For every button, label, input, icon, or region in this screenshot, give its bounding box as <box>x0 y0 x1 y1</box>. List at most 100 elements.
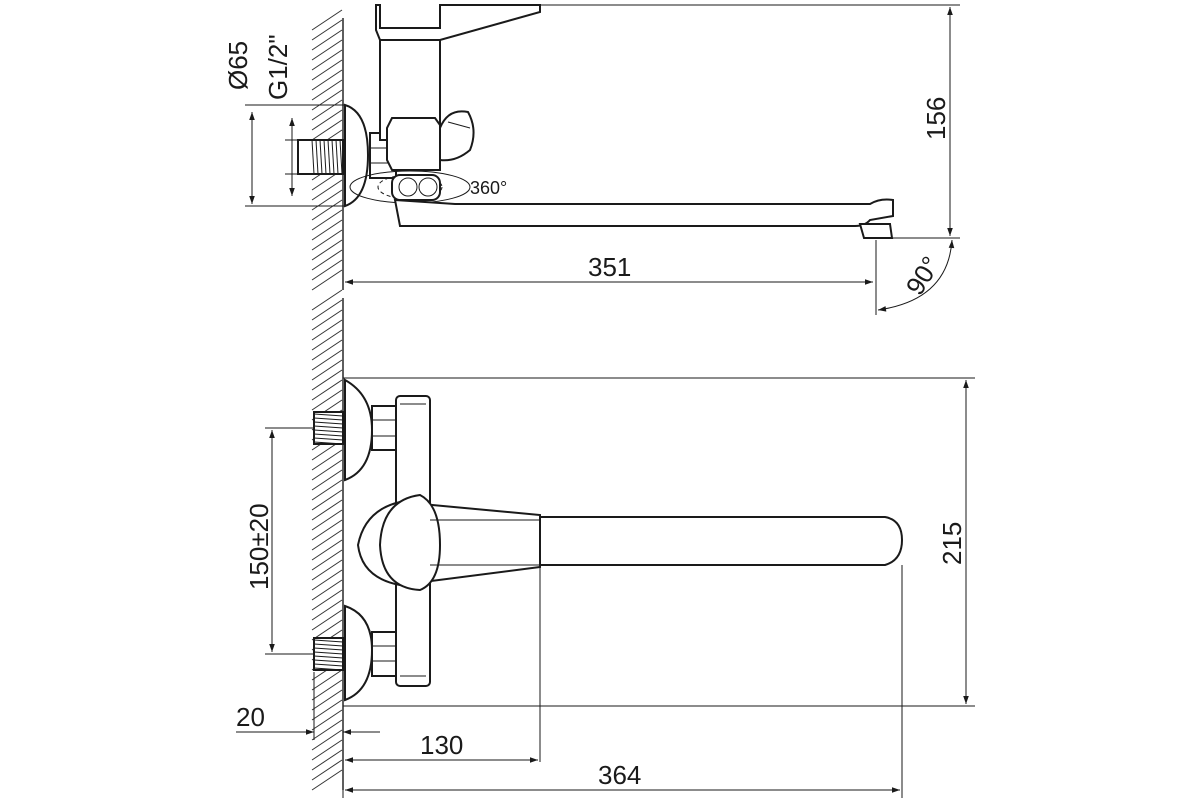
hatch-line <box>311 519 343 541</box>
hatch-line <box>311 9 343 31</box>
hatch-line <box>311 579 343 601</box>
thread-line <box>313 421 344 425</box>
hatch-line <box>311 229 343 251</box>
thread-line <box>313 437 344 441</box>
hatch-line <box>311 559 343 581</box>
hatch-line <box>311 529 343 551</box>
rotation-label: 360° <box>470 178 507 198</box>
angle-90-arc <box>877 239 955 312</box>
hatch-line <box>311 539 343 561</box>
hatch-line <box>311 79 343 101</box>
angle-90-label: 90° <box>900 251 946 300</box>
thread-line <box>319 139 323 175</box>
lower-hex-nut <box>371 631 397 677</box>
upper-hex-nut <box>371 405 397 451</box>
hatch-line <box>311 719 343 741</box>
hatch-line <box>311 199 343 221</box>
hatch-line <box>311 179 343 201</box>
height-156-label: 156 <box>921 97 951 140</box>
hatch-line <box>311 239 343 261</box>
hatch-line <box>311 479 343 501</box>
hatch-line <box>311 469 343 491</box>
hatch-line <box>311 709 343 731</box>
hatch-line <box>311 29 343 51</box>
hatch-line <box>311 189 343 211</box>
hatch-line <box>311 49 343 71</box>
hatch-line <box>311 389 343 411</box>
hatch-line <box>311 699 343 721</box>
wall-flange-top <box>344 103 370 208</box>
height-215-label: 215 <box>937 522 967 565</box>
thread-label: G1/2" <box>263 34 293 100</box>
hatch-line <box>311 689 343 711</box>
hatch-line <box>311 109 343 131</box>
thread-line <box>313 413 344 417</box>
aerator <box>858 223 894 239</box>
spout-side <box>393 198 894 227</box>
thread-line <box>331 139 335 175</box>
lower-flange <box>344 604 374 702</box>
hatch-line <box>311 619 343 641</box>
hatch-line <box>311 499 343 521</box>
thread-line <box>313 639 344 643</box>
hatch-line <box>311 569 343 591</box>
diameter-label: Ø65 <box>223 41 253 90</box>
hatch-line <box>311 669 343 691</box>
thread-line <box>313 667 344 671</box>
hatch-line <box>311 319 343 341</box>
hatch-line <box>311 589 343 611</box>
wall-offset-label: 20 <box>236 702 265 732</box>
thread-line <box>313 643 344 647</box>
thread-line <box>313 417 344 421</box>
spout-front <box>504 516 904 566</box>
hatch-line <box>311 449 343 471</box>
upper-flange <box>344 378 374 482</box>
hatch-line <box>311 739 343 761</box>
hatch-line <box>311 209 343 231</box>
thread-line <box>323 139 327 175</box>
hatch-line <box>311 489 343 511</box>
hatch-line <box>311 599 343 621</box>
hatch-line <box>311 509 343 531</box>
thread-line <box>315 139 319 175</box>
body-offset-label: 130 <box>420 730 463 760</box>
side-view: 360° Ø65 G1/2" 156 351 90° <box>223 4 960 315</box>
reach-351-label: 351 <box>588 252 631 282</box>
hatch-line <box>311 679 343 701</box>
hatch-line <box>311 39 343 61</box>
thread-line <box>313 647 344 651</box>
thread-line <box>313 429 344 433</box>
thread-line <box>339 139 343 175</box>
thread-line <box>335 139 339 175</box>
upper-threaded-inlet <box>313 411 344 445</box>
hatch-line <box>311 249 343 271</box>
hatch-line <box>311 59 343 81</box>
hatch-line <box>311 379 343 401</box>
front-view: 150±20 215 20 130 364 <box>236 289 975 798</box>
hatch-line <box>311 759 343 781</box>
hatch-line <box>311 769 343 791</box>
hatch-line <box>311 119 343 141</box>
hatch-line <box>311 549 343 571</box>
diverter-block <box>386 117 441 171</box>
threaded-inlet-top <box>297 139 344 175</box>
hatch-line <box>311 19 343 41</box>
thread-line <box>313 651 344 655</box>
hatch-line <box>311 269 343 291</box>
hatch-line <box>311 259 343 281</box>
diverter-knob <box>439 110 475 162</box>
hatch-line <box>311 89 343 111</box>
hatch-line <box>311 349 343 371</box>
hatch-line <box>311 369 343 391</box>
hatch-line <box>311 749 343 771</box>
hatch-line <box>311 329 343 351</box>
hatch-line <box>311 299 343 321</box>
wall-hatching-bottom <box>311 289 343 791</box>
thread-line <box>313 441 344 445</box>
lower-threaded-inlet <box>313 637 344 671</box>
hatch-line <box>311 219 343 241</box>
hatch-line <box>311 729 343 751</box>
hatch-line <box>311 69 343 91</box>
thread-line <box>313 655 344 659</box>
